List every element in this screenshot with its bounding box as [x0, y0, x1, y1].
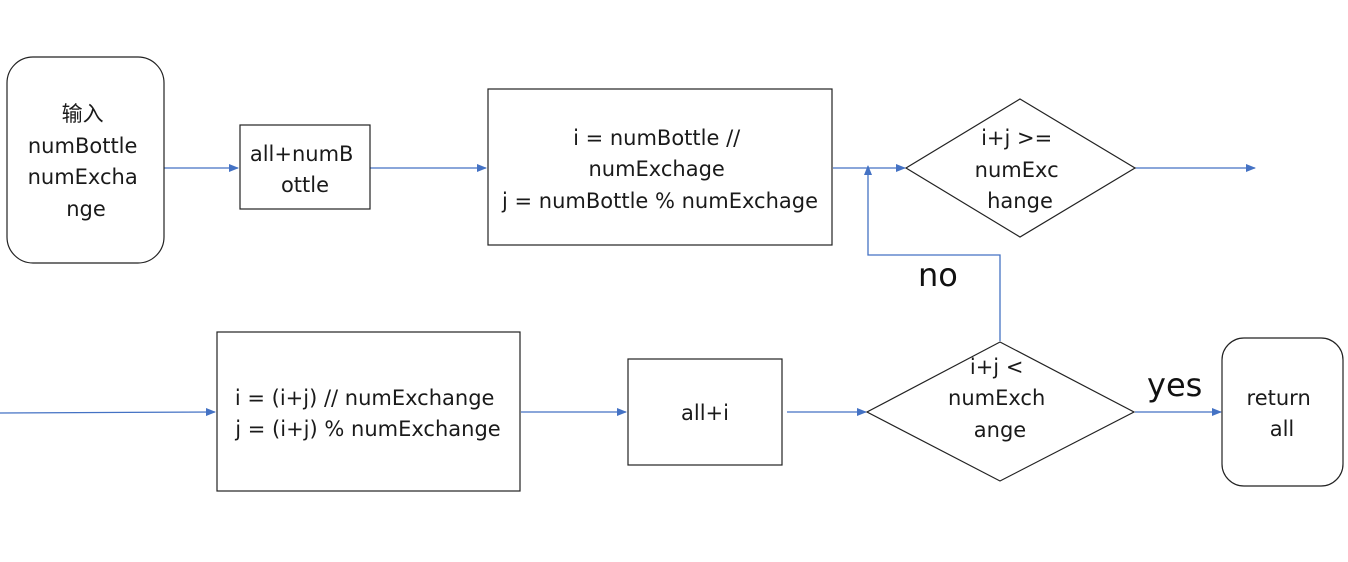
node-compute-ij-line: i = numBottle // — [573, 126, 741, 150]
node-return-all-line: return — [1247, 386, 1311, 410]
node-compute-ij-shape — [487, 88, 833, 246]
node-add-bottle: all+numB ottle — [239, 124, 371, 210]
node-check-lt-text: i+j < numExch ange — [948, 355, 1052, 442]
node-check-ge-line: hange — [987, 189, 1053, 213]
node-input-line: numExcha — [28, 165, 138, 189]
edge-label-yes: yes — [1147, 366, 1202, 404]
edge-check-lt-no-loop-back — [864, 165, 1001, 341]
node-check-lt-shape — [865, 341, 1136, 482]
node-check-lt-line: numExch — [948, 386, 1045, 410]
node-compute-ij-line: numExchage — [588, 157, 724, 181]
node-check-lt-line: i+j < — [970, 355, 1024, 379]
node-compute-ij-text: i = numBottle // numExchage j = numBottl… — [501, 126, 818, 213]
node-input-shape — [6, 56, 165, 264]
node-update-ij-text: i = (i+j) // numExchange j = (i+j) % num… — [234, 386, 501, 441]
node-check-lt-line: ange — [974, 418, 1026, 442]
node-check-ge-text: i+j >= numExc hange — [975, 126, 1066, 213]
node-update-ij-line: j = (i+j) % numExchange — [234, 417, 500, 441]
edge-loop-in — [0, 408, 216, 417]
node-return-all: return all — [1221, 337, 1344, 487]
node-check-lt: i+j < numExch ange — [865, 341, 1136, 482]
node-add-i-text: all+i — [681, 401, 729, 425]
node-add-bottle-text: all+numB ottle — [250, 142, 360, 197]
node-input-line: numBottle — [28, 134, 138, 158]
node-add-i: all+i — [627, 358, 783, 466]
node-add-bottle-shape — [239, 124, 371, 210]
node-add-i-shape — [627, 358, 783, 466]
edge-label-no: no — [918, 256, 958, 294]
node-return-all-shape — [1221, 337, 1344, 487]
node-check-ge-line: i+j >= — [981, 126, 1052, 150]
node-input-text: 输入 numBottle numExcha nge — [28, 102, 145, 221]
node-return-all-text: return all — [1247, 386, 1318, 441]
node-update-ij-line: i = (i+j) // numExchange — [235, 386, 495, 410]
node-check-ge: i+j >= numExc hange — [904, 98, 1137, 238]
node-compute-ij: i = numBottle // numExchage j = numBottl… — [487, 88, 833, 246]
node-return-all-line: all — [1270, 417, 1295, 441]
node-input: 输入 numBottle numExcha nge — [6, 56, 165, 264]
node-update-ij: i = (i+j) // numExchange j = (i+j) % num… — [216, 331, 521, 492]
node-check-ge-line: numExc — [975, 158, 1059, 182]
node-check-ge-shape — [904, 98, 1137, 238]
node-add-i-line: all+i — [681, 401, 729, 425]
node-add-bottle-line: all+numB — [250, 142, 354, 166]
node-input-line: nge — [66, 197, 106, 221]
node-compute-ij-line: j = numBottle % numExchage — [501, 189, 818, 213]
edges — [0, 164, 1256, 417]
node-add-bottle-line: ottle — [281, 173, 329, 197]
node-update-ij-shape — [216, 331, 521, 492]
node-input-line: 输入 — [62, 102, 104, 126]
